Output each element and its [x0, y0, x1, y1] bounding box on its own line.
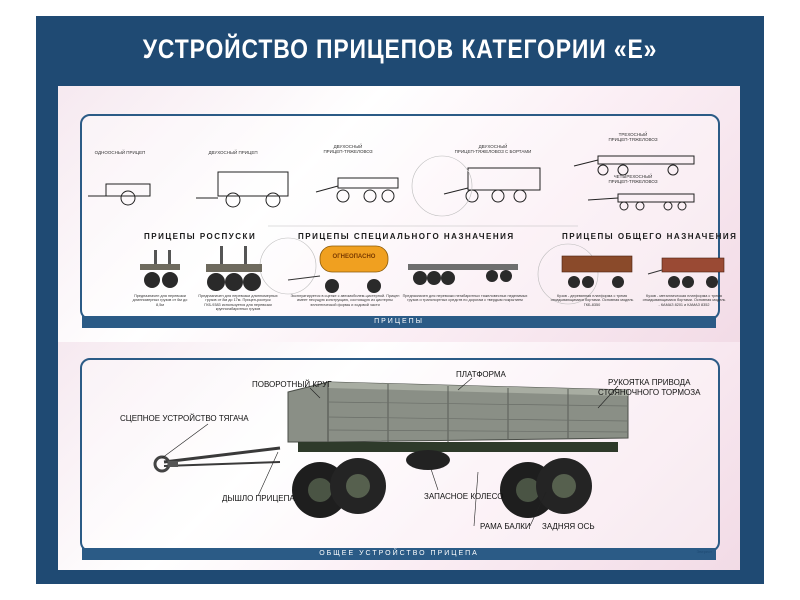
leader-lines [161, 377, 619, 527]
general-trailer-wood [561, 255, 633, 288]
poster-title: УСТРОЙСТВО ПРИЦЕПОВ КАТЕГОРИИ «Е» [142, 34, 658, 64]
top-panel: ОДНООСНЫЙ ПРИЦЕП ДВУХОСНЫЙ ПРИЦЕП ДВУХОС… [58, 86, 740, 346]
trailer-illustrations [140, 245, 725, 293]
top-caption-bar: ПРИЦЕПЫ [82, 316, 716, 328]
front-wheels [292, 458, 386, 518]
scheme-label-heavy-sides: ДВУХОСНЫЙ ПРИЦЕП-ТЯЖЕЛОВОЗ С БОРТАМИ [454, 144, 532, 154]
label-platform: ПЛАТФОРМА [456, 370, 506, 379]
tank-trailer [287, 245, 389, 293]
desc-logging-large: Предназначен для перевозки длинномерных … [198, 294, 278, 312]
trailer-schemes [88, 155, 695, 305]
label-drawbar: ДЫШЛО ПРИЦЕПА [222, 494, 295, 503]
publisher-logo: Эверест [696, 549, 712, 554]
label-parking-brake-handle: РУКОЯТКА ПРИВОДА СТОЯНОЧНОГО ТОРМОЗА [598, 378, 701, 397]
category-logging-trailers: ПРИЦЕПЫ РОСПУСКИ [144, 232, 257, 241]
desc-tank: Эксплуатируется в сцепке с автомобилем-ц… [290, 294, 400, 307]
label-rear-axle: ЗАДНЯЯ ОСЬ [542, 522, 595, 531]
label-turntable: ПОВОРОТНЫЙ КРУГ [252, 380, 332, 389]
hitch-hook [153, 455, 178, 473]
platform-body [287, 381, 629, 443]
frame-beam [298, 442, 618, 452]
tank-warning-text: ОГНЕОПАСНО [332, 254, 376, 260]
desc-general-metal: Кузов - металлическая платформа с тремя … [642, 294, 726, 307]
scheme-label-single-axle: ОДНООСНЫЙ ПРИЦЕП [94, 150, 146, 155]
rear-wheels [500, 458, 592, 518]
logging-trailer-small [140, 250, 180, 288]
category-special-trailers: ПРИЦЕПЫ СПЕЦИАЛЬНОГО НАЗНАЧЕНИЯ [298, 232, 515, 241]
scheme-label-heavy: ДВУХОСНЫЙ ПРИЦЕП-ТЯЖЕЛОВОЗ [323, 144, 373, 154]
desc-logging-small: Предназначен для перевозки длинномерных … [132, 294, 188, 307]
scheme-label-two-axle: ДВУХОСНЫЙ ПРИЦЕП [208, 150, 258, 155]
lowbed-trailer [408, 264, 518, 285]
label-frame-beam: РАМА БАЛКИ [480, 522, 531, 531]
scheme-label-four-axle: ЧЕТЫРЕХОСНЫЙ ПРИЦЕП-ТЯЖЕЛОВОЗ [608, 174, 658, 184]
bottom-caption-bar: ОБЩЕЕ УСТРОЙСТВО ПРИЦЕПА [82, 548, 716, 560]
trailer-main-illustration [153, 377, 629, 527]
desc-lowbed: Предназначен для перевозки негабаритных … [402, 294, 528, 303]
poster: УСТРОЙСТВО ПРИЦЕПОВ КАТЕГОРИИ «Е» ОДНООС… [36, 16, 764, 584]
logging-trailer-large [206, 246, 262, 291]
category-general-trailers: ПРИЦЕПЫ ОБЩЕГО НАЗНАЧЕНИЯ [562, 232, 738, 241]
bottom-panel: ПОВОРОТНЫЙ КРУГ ПЛАТФОРМА РУКОЯТКА ПРИВО… [58, 342, 740, 570]
spare-wheel [406, 450, 450, 470]
scheme-label-three-axle: ТРЕХОСНЫЙ ПРИЦЕП-ТЯЖЕЛОВОЗ [608, 132, 658, 142]
desc-general-wood: Кузов - деревянная платформа с тремя отк… [550, 294, 634, 307]
drawbar [163, 446, 281, 467]
general-trailer-metal [647, 257, 725, 288]
label-tractor-hitch: СЦЕПНОЕ УСТРОЙСТВО ТЯГАЧА [120, 414, 249, 423]
label-spare-wheel: ЗАПАСНОЕ КОЛЕСО [424, 492, 504, 501]
